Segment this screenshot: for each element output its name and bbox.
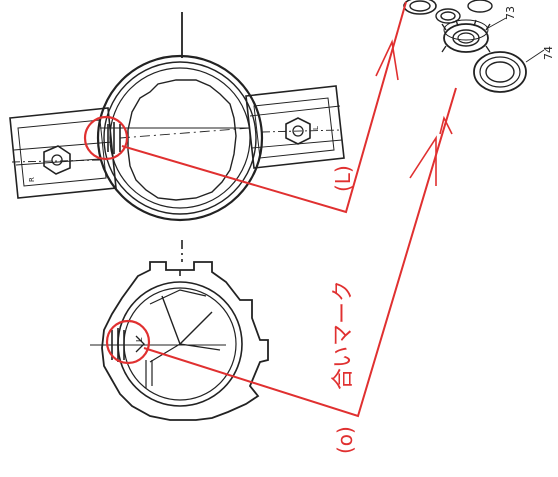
label-lower: (o) <box>333 426 357 454</box>
red-annotations <box>83 1 457 418</box>
lower-assembly <box>90 261 269 421</box>
label-upper: (L) <box>331 165 355 192</box>
lower-tick-marks <box>111 328 145 362</box>
nut-mark-right: L <box>312 126 320 130</box>
upper-leader-arrow <box>375 39 399 81</box>
right-bracket <box>245 85 345 169</box>
part-74-label: 74 <box>542 46 555 60</box>
nut-mark-left: R <box>28 177 36 182</box>
exploded-parts <box>403 0 545 93</box>
part-74-ring <box>473 51 527 93</box>
alignment-mark-text: 合いマーク <box>331 280 356 390</box>
upper-leader-line <box>121 29 399 214</box>
upper-assembly <box>9 12 345 262</box>
upper-ring <box>96 54 264 222</box>
part-73-label: 73 <box>504 6 517 20</box>
part-73-nut <box>441 19 491 53</box>
upper-tick-marks <box>107 122 121 154</box>
upper-alignment-circle <box>83 115 129 161</box>
lower-alignment-circle <box>105 319 151 365</box>
lower-leader-line <box>143 87 457 418</box>
ring-mark: L <box>135 337 144 342</box>
lower-leader-arrow <box>409 135 437 186</box>
